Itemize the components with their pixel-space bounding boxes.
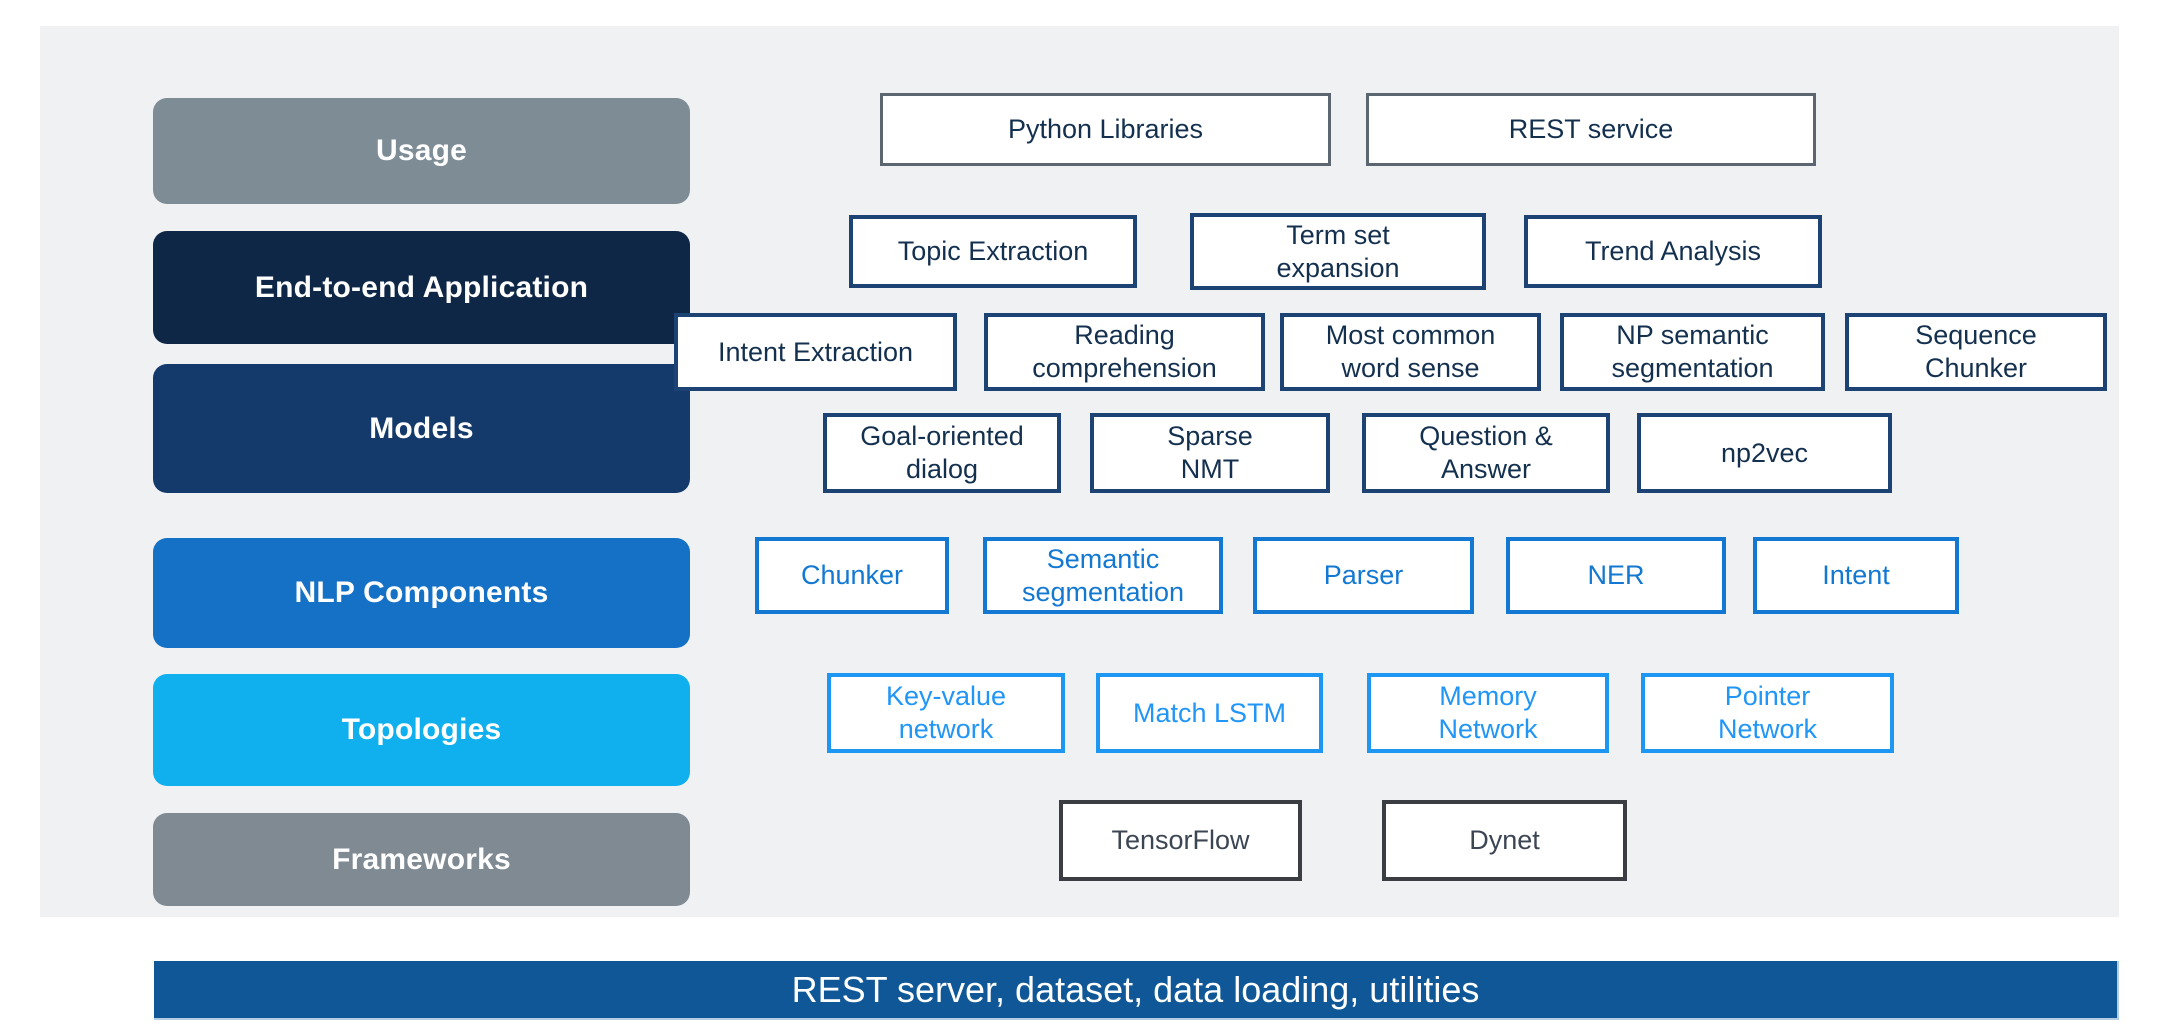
layer-models-label: Models [369,411,474,445]
rest-server-utilities-label: REST server, dataset, data loading, util… [791,968,1480,1010]
diagram-panel: Usage End-to-end Application Models NLP … [40,26,2119,917]
layer-topologies-label: Topologies [341,713,502,746]
box-most-common-word-sense: Most common word sense [1280,313,1541,391]
layer-frameworks: Frameworks [153,813,690,906]
box-topic-extraction: Topic Extraction [849,215,1137,288]
box-pointer-network: Pointer Network [1641,673,1894,753]
layer-end-to-end-application: End-to-end Application [153,231,690,344]
layer-nlp-components-label: NLP Components [294,576,549,609]
box-np-semantic-segmentation: NP semantic segmentation [1560,313,1825,391]
box-sparse-nmt: Sparse NMT [1090,413,1330,493]
box-tensorflow: TensorFlow [1059,800,1302,881]
box-np2vec: np2vec [1637,413,1892,493]
box-parser: Parser [1253,537,1474,614]
layer-topologies: Topologies [153,674,690,786]
box-reading-comprehension: Reading comprehension [984,313,1265,391]
box-key-value-network: Key-value network [827,673,1065,753]
box-trend-analysis: Trend Analysis [1524,215,1822,288]
box-rest-service: REST service [1366,93,1816,166]
layer-end-to-end-application-label: End-to-end Application [254,270,589,304]
box-intent: Intent [1753,537,1959,614]
box-question-answer: Question & Answer [1362,413,1610,493]
rest-server-utilities-bar: REST server, dataset, data loading, util… [154,961,2119,1020]
box-term-set-expansion: Term set expansion [1190,213,1486,290]
box-chunker: Chunker [755,537,949,614]
box-sequence-chunker: Sequence Chunker [1845,313,2107,391]
layer-models: Models [153,364,690,493]
box-intent-extraction: Intent Extraction [674,313,957,391]
box-dynet: Dynet [1382,800,1627,881]
layer-usage: Usage [153,98,690,204]
box-python-libraries: Python Libraries [880,93,1331,166]
layer-nlp-components: NLP Components [153,538,690,648]
layer-frameworks-label: Frameworks [332,842,511,876]
box-goal-oriented-dialog: Goal-oriented dialog [823,413,1061,493]
box-match-lstm: Match LSTM [1096,673,1323,753]
box-ner: NER [1506,537,1726,614]
box-semantic-segmentation: Semantic segmentation [983,537,1223,614]
box-memory-network: Memory Network [1367,673,1609,753]
layer-usage-label: Usage [375,134,468,167]
